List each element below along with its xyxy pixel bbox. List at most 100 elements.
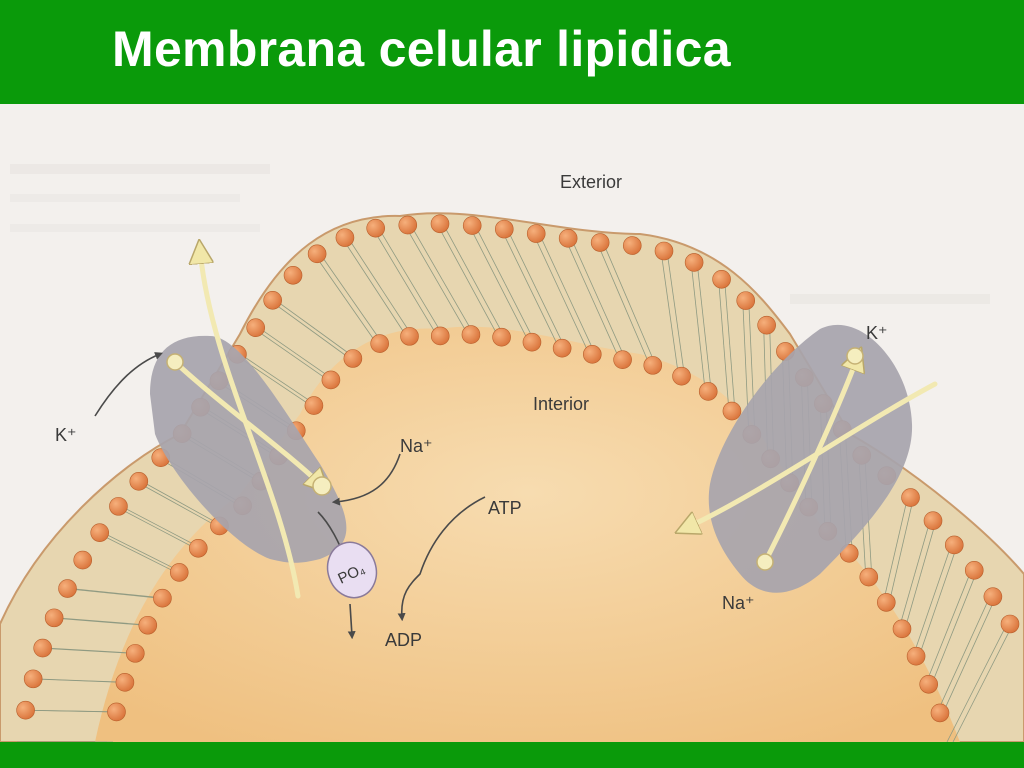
lipid-tail xyxy=(529,288,560,349)
lipid-tail xyxy=(564,238,593,300)
phospholipid-head xyxy=(23,669,43,689)
lipid-tail xyxy=(982,623,1014,684)
lipid-tail xyxy=(660,250,671,314)
lipid-tail xyxy=(729,345,736,412)
lipid-tail xyxy=(570,238,599,300)
lipid-tail xyxy=(319,253,352,299)
lipid-tail xyxy=(442,279,475,335)
footer-bar xyxy=(0,742,1024,768)
k-right-label: K⁺ xyxy=(866,323,888,343)
lipid-tail xyxy=(378,227,412,283)
lipid-tail xyxy=(473,280,505,338)
lipid-tail xyxy=(373,286,407,337)
membrane-diagram: PO₄ Exterior Interior K⁺ K⁺ Na⁺ Na⁺ ATP … xyxy=(0,164,1024,742)
phospholipid-head xyxy=(129,472,149,491)
lipid-tail xyxy=(888,549,902,603)
phospholipid-head xyxy=(462,216,482,235)
lipid-tail xyxy=(275,299,317,330)
phospholipid-head xyxy=(944,535,964,555)
lipid-tail xyxy=(918,600,939,657)
lipid-tail xyxy=(410,224,443,281)
phospholipid-head xyxy=(115,673,135,692)
lipid-tail xyxy=(952,682,984,742)
lipid-tail xyxy=(598,298,626,360)
phospholipid-head xyxy=(90,523,110,542)
lipid-tail xyxy=(936,654,964,714)
lipid-tail xyxy=(36,678,83,681)
k-left-label: K⁺ xyxy=(55,425,77,445)
lipid-tail xyxy=(309,329,351,359)
phospholipid-head xyxy=(906,646,926,666)
lipid-tail xyxy=(290,353,329,381)
phospholipid-head xyxy=(58,579,77,598)
phospholipid-head xyxy=(1000,614,1020,634)
phospholipid-head xyxy=(613,350,632,369)
na-top-label: Na⁺ xyxy=(400,436,433,456)
phospholipid-head xyxy=(430,326,450,346)
lipid-tail xyxy=(97,621,145,626)
lipid-tail xyxy=(175,503,217,527)
lipid-tail xyxy=(946,682,978,742)
lipid-tail xyxy=(45,647,93,652)
phospholipid-head xyxy=(526,224,546,243)
phospholipid-head xyxy=(335,228,355,247)
lipid-tail xyxy=(532,233,562,295)
phospholipid-head xyxy=(892,619,912,639)
lipid-tail xyxy=(669,313,679,377)
phospholipid-head xyxy=(263,290,282,310)
phospholipid-head xyxy=(930,703,950,723)
phospholipid-head xyxy=(722,401,742,421)
phospholipid-head xyxy=(398,215,418,235)
lipid-tail xyxy=(404,224,437,281)
phospholipid-head xyxy=(153,588,172,608)
phospholipid-head xyxy=(109,497,128,516)
lipid-tail xyxy=(963,596,991,655)
lipid-tail xyxy=(718,279,725,346)
phospholipid-head xyxy=(901,488,920,507)
lipid-tail xyxy=(675,313,685,377)
adp-label: ADP xyxy=(385,630,422,650)
lipid-tail xyxy=(272,379,312,406)
lipid-tail xyxy=(70,588,119,594)
lipid-tail xyxy=(566,293,596,355)
phospholipid-head xyxy=(33,638,52,658)
phospholipid-head xyxy=(494,219,514,239)
lipid-tail xyxy=(506,228,537,289)
lipid-tail xyxy=(467,280,499,338)
lipid-tail xyxy=(867,516,873,578)
phospholipid-head xyxy=(307,244,327,264)
lipid-tail xyxy=(969,596,997,655)
phospholipid-head xyxy=(622,236,642,255)
header-bar: Membrana celular lipidica xyxy=(0,0,1024,104)
lipid-tail xyxy=(696,262,705,327)
phospholipid-head xyxy=(684,253,704,272)
phospholipid-head xyxy=(321,370,341,390)
atp-label: ATP xyxy=(488,498,522,518)
lipid-tail xyxy=(436,279,469,335)
exterior-label: Exterior xyxy=(560,172,622,192)
phospholipid-head xyxy=(138,615,158,635)
lipid-tail xyxy=(474,225,506,285)
lipid-tail xyxy=(498,283,530,343)
phospholipid-head xyxy=(304,396,324,415)
lipid-tail xyxy=(102,532,143,553)
lipid-tail xyxy=(948,570,972,628)
lipid-tail xyxy=(954,570,978,628)
lipid-tail xyxy=(136,552,177,573)
background-smudges xyxy=(10,164,990,304)
phospholipid-head xyxy=(877,593,896,612)
lipid-tail xyxy=(111,592,160,599)
phospholipid-head xyxy=(366,218,385,238)
lipid-tail xyxy=(141,480,183,504)
transport-arrow-knobs xyxy=(166,347,864,571)
phospholipid-head xyxy=(400,327,419,346)
phospholipid-head xyxy=(169,563,189,582)
phospholipid-head xyxy=(983,587,1003,606)
lipid-tail xyxy=(976,623,1008,684)
lipid-tail xyxy=(345,298,378,344)
phosphate-group: PO₄ xyxy=(326,541,378,599)
lipid-tail xyxy=(155,526,196,549)
na-bottom-label: Na⁺ xyxy=(722,593,755,613)
phospholipid-head xyxy=(654,241,674,261)
lipid-tail xyxy=(703,326,712,392)
